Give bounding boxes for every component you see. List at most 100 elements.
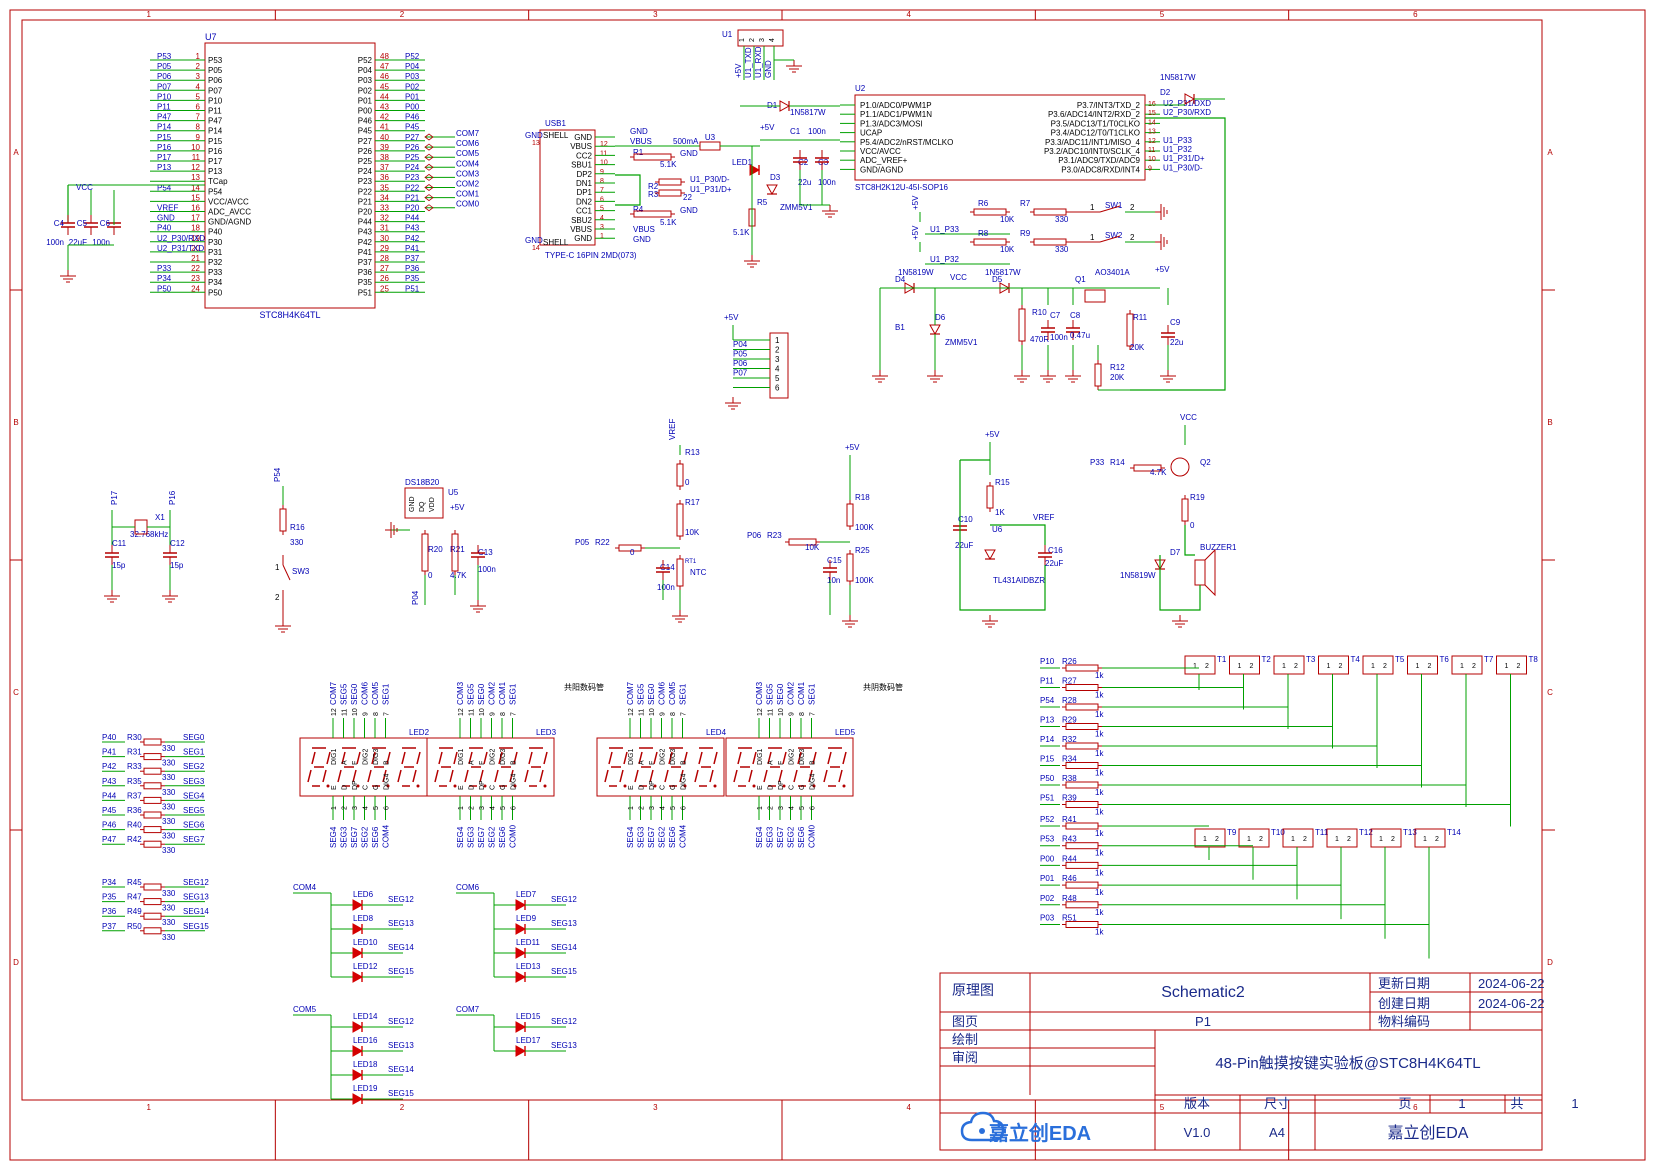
display-pin-name: C (660, 785, 667, 790)
r11-ref: R11 (1133, 313, 1148, 322)
pad-pin: 1 (1282, 663, 1286, 670)
r4-ref: R4 (633, 205, 644, 214)
touch-net: P53 (1040, 835, 1055, 844)
seg-r-val: 330 (162, 933, 176, 942)
led-seg: SEG15 (388, 1089, 414, 1098)
c8-ref: C8 (1070, 311, 1081, 320)
tb-create-date: 2024-06-22 (1478, 996, 1545, 1011)
c14-val: 100n (657, 583, 675, 592)
seg-r-ref: R47 (127, 893, 142, 902)
display-pin-num: 12 (628, 708, 635, 716)
u1-pin-num: 2 (749, 38, 756, 42)
tb-create-label: 创建日期 (1378, 996, 1430, 1011)
display-pin-num: 11 (469, 709, 476, 716)
seg-r-ref: R42 (127, 835, 142, 844)
display-pin-name: DIG1 (628, 749, 635, 765)
u7-part: STC8H4K64TL (259, 310, 320, 320)
u7-net-label: P05 (157, 62, 172, 71)
display-pin-name: C (363, 785, 370, 790)
u1-net: U1_RXD (754, 46, 763, 78)
c9-val: 22u (1170, 338, 1183, 347)
pad-ref: T3 (1306, 655, 1316, 664)
tb-page-no: 1 (1458, 1096, 1465, 1111)
r15-val: 1K (995, 508, 1005, 517)
u7-pin-name: P10 (208, 96, 223, 105)
led-ref: LED10 (353, 938, 378, 947)
u7-net-label: P17 (157, 153, 172, 162)
display-net: COM0 (808, 824, 817, 848)
seven-seg-display-1: LED212COM7DIG111SEG5A10SEG0F9COM6DIG28CO… (299, 681, 430, 848)
u7-pin-num: 36 (380, 173, 389, 182)
u7-pin-name: P02 (358, 86, 373, 95)
usb-pin-name: DN2 (576, 197, 593, 206)
u7-pin-num: 41 (380, 123, 389, 132)
u7-pin-num: 34 (380, 193, 389, 202)
seven-seg-display-4: LED5共阴数码管12COM3DIG111SEG5A10SEG0F9COM2DI… (725, 681, 903, 848)
seg-r-ref: R33 (127, 762, 142, 771)
cap-ref: C4 (54, 219, 65, 228)
seg-net: P40 (102, 733, 117, 742)
u7-pin-num: 43 (380, 103, 389, 112)
u7-net-label: P52 (405, 52, 420, 61)
seg-net: P36 (102, 907, 117, 916)
seg-label: SEG14 (183, 907, 209, 916)
display-pin-name: E (331, 785, 338, 790)
touch-r-ref: R29 (1062, 716, 1077, 725)
touch-net: P03 (1040, 914, 1055, 923)
fuse-label: 500mA (673, 137, 699, 146)
u7-pin-name: P05 (208, 66, 223, 75)
touch-net: P02 (1040, 894, 1055, 903)
touch-r-ref: R32 (1062, 735, 1077, 744)
display-net: COM4 (679, 824, 688, 848)
display-pin-num: 1 (458, 806, 465, 810)
usb-pin-num: 1 (600, 233, 604, 240)
u2-pin-right: P3.4/ADC12/T0/T1CLKO (1051, 129, 1140, 138)
r22-ref: R22 (595, 538, 610, 547)
display-pin-num: 4 (363, 806, 370, 810)
seg-net: P41 (102, 748, 117, 757)
com-net-label: COM3 (456, 169, 480, 178)
led-com-label: COM7 (456, 1005, 480, 1014)
u7-net-label: P37 (405, 254, 420, 263)
frame-col-label: 4 (906, 1103, 911, 1112)
u7-net-label: P14 (157, 123, 172, 132)
pad-pin: 2 (1294, 663, 1298, 670)
r3-ref: R3 (648, 190, 659, 199)
led-seg: SEG12 (551, 895, 577, 904)
led-ref: LED7 (516, 890, 537, 899)
seg-net: P43 (102, 777, 117, 786)
u7-pin-num: 25 (380, 284, 389, 293)
touch-r-ref: R51 (1062, 914, 1077, 923)
display-net: COM0 (509, 824, 518, 848)
display-pin-num: 9 (490, 712, 497, 716)
pad-pin: 2 (1428, 663, 1432, 670)
seg-net: P34 (102, 878, 117, 887)
pad-pin: 2 (1259, 836, 1263, 843)
display-pin-name: DP (352, 780, 359, 790)
display-note: 共阳数码管 (564, 682, 604, 692)
com-net-label: COM6 (456, 139, 480, 148)
u7-pin-name: P24 (358, 167, 373, 176)
u5-vcc: +5V (450, 503, 465, 512)
led-seg: SEG12 (388, 895, 414, 904)
touch-r-val: 1k (1095, 749, 1104, 758)
r11-val: 20K (1130, 343, 1145, 352)
u5-net: P04 (411, 590, 420, 605)
hdr-pin: 4 (775, 365, 780, 374)
display-pin-num: 9 (660, 712, 667, 716)
u7-pin-name: P45 (358, 127, 373, 136)
c9-ref: C9 (1170, 318, 1181, 327)
tb-update-date: 2024-06-22 (1478, 976, 1545, 991)
touch-r-val: 1k (1095, 769, 1104, 778)
u2-pin-right: P3.0/ADC8/RXD/INT4 (1061, 165, 1140, 174)
u2-pin-right: P3.6/ADC14/INT2/RXD_2 (1048, 110, 1141, 119)
u7-pin-num: 7 (196, 113, 201, 122)
c13-val: 100n (478, 565, 496, 574)
seg-r-val: 330 (162, 846, 176, 855)
display-pin-name: C (490, 785, 497, 790)
d7-ref: D7 (1170, 548, 1181, 557)
frame-col-label: 3 (653, 10, 658, 19)
pad-ref: T9 (1227, 828, 1237, 837)
seg-net: P46 (102, 821, 117, 830)
